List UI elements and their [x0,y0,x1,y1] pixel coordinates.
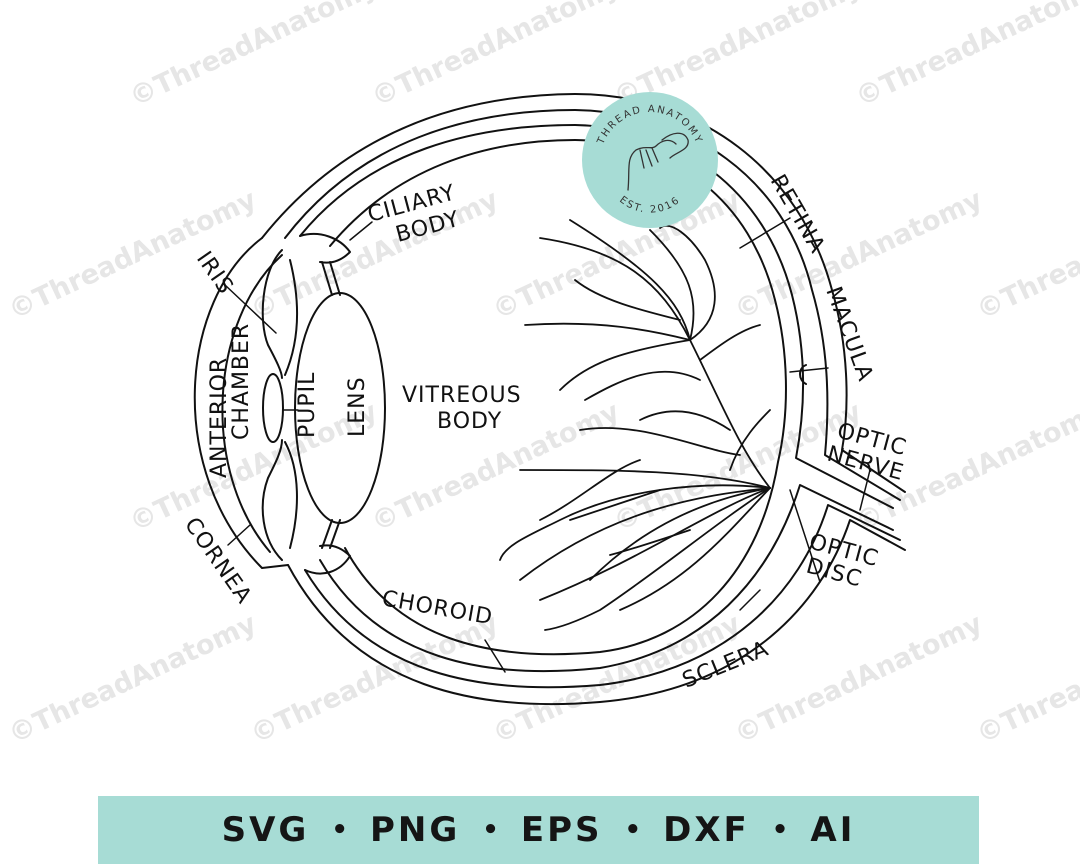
iris-inner [284,259,298,549]
format-eps: EPS [520,810,603,850]
label-cornea: CORNEA [179,513,256,609]
macula-pit [799,364,807,385]
format-svg: SVG [221,810,310,850]
ciliary-body [299,233,351,575]
label-pupil: PUPIL [295,372,320,438]
format-banner: SVG • PNG • EPS • DXF • AI [98,796,979,864]
format-dxf: DXF [663,810,750,850]
format-png: PNG [369,810,461,850]
label-lens: LENS [345,376,370,437]
separator-dot: • [331,815,348,845]
pupil-shape [262,373,284,443]
iris [261,249,283,561]
zonules [321,261,341,549]
label-sclera: SCLERA [679,636,773,693]
label-vitreous-1: VITREOUS [402,383,522,408]
label-macula: MACULA [820,284,877,386]
leader-lines [224,217,871,673]
choroid-line [284,109,901,689]
retinal-vessels [499,219,771,631]
separator-dot: • [482,815,499,845]
vitreous-boundary [329,139,787,656]
label-choroid: CHOROID [380,586,495,630]
needle-hand-icon [627,132,689,191]
label-vitreous-2: BODY [437,409,502,434]
separator-dot: • [771,815,789,845]
cornea [193,237,289,569]
brand-badge: THREAD ANATOMY EST. 2016 [582,92,718,228]
label-anterior-1: ANTERIOR [207,357,232,478]
label-anterior-2: CHAMBER [229,323,254,440]
separator-dot: • [624,815,642,845]
format-ai: AI [810,810,856,850]
